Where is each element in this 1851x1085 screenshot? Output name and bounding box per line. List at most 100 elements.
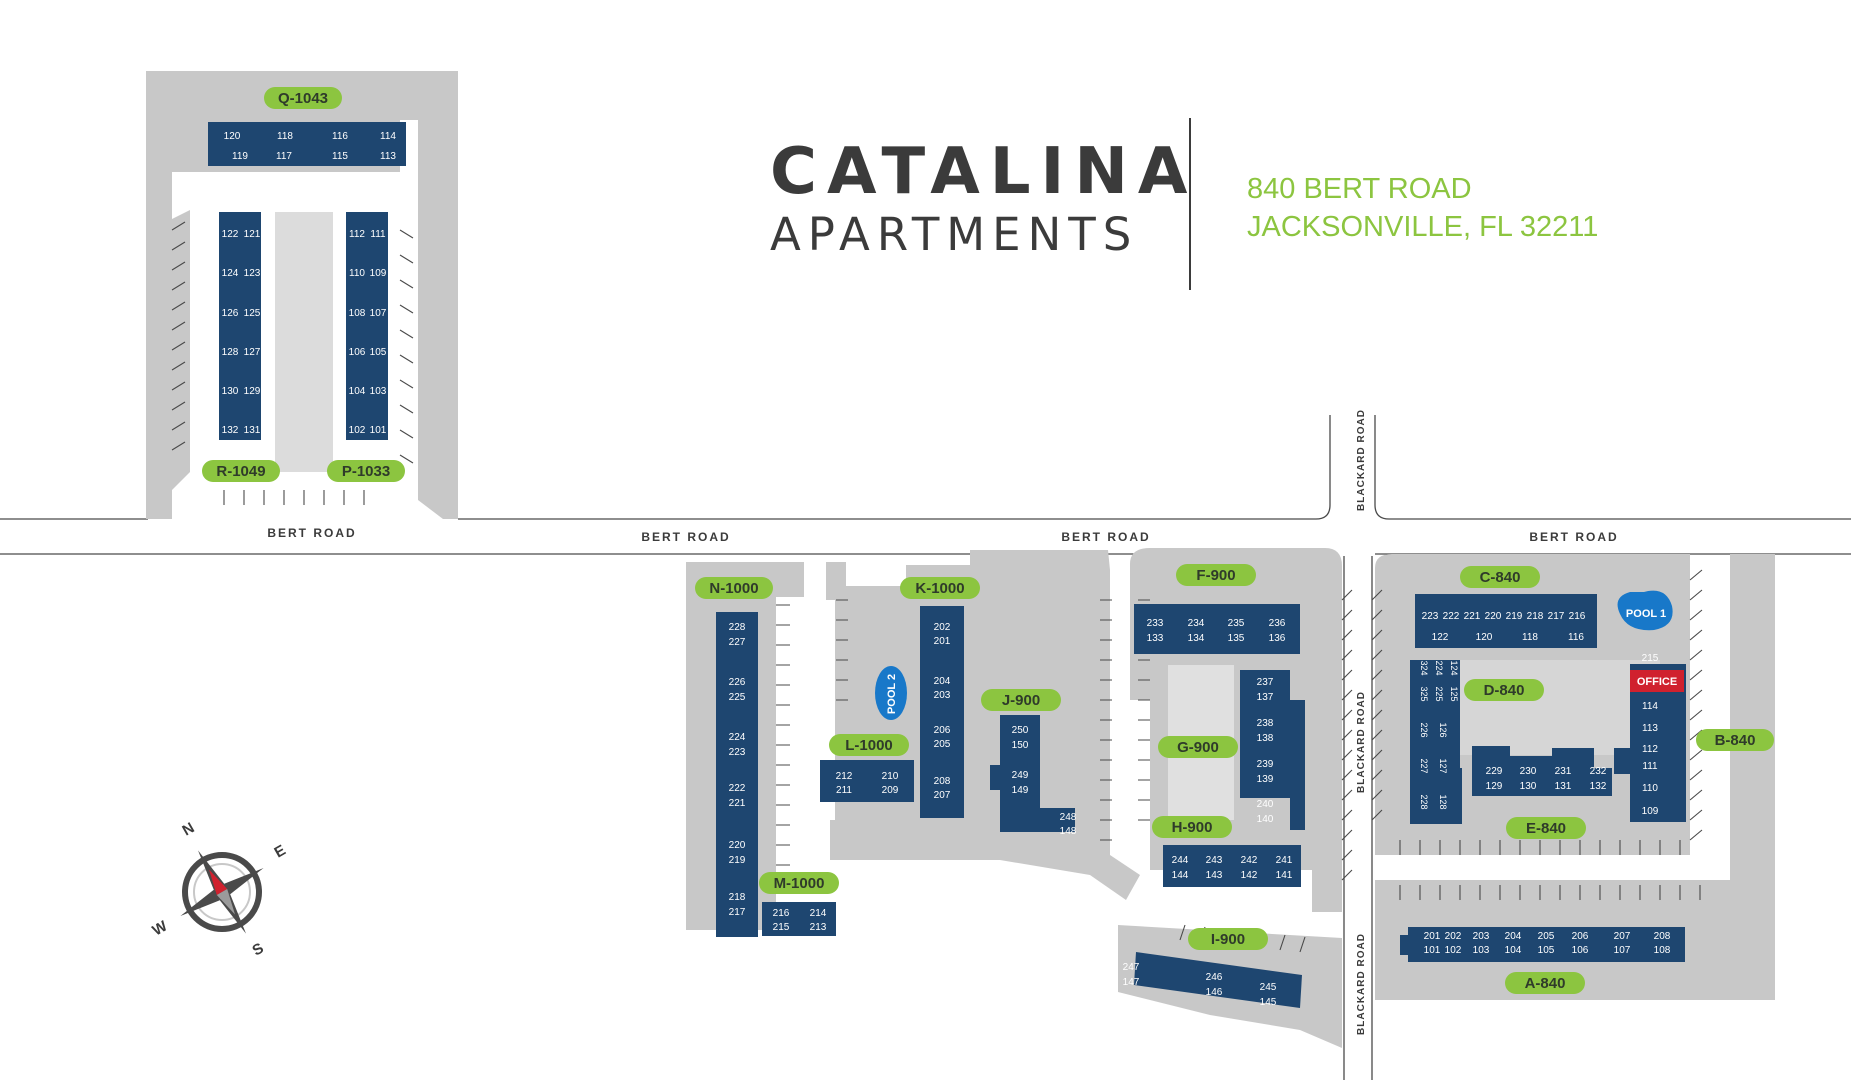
unit: 229 [1486, 766, 1503, 777]
unit: 115 [332, 151, 348, 162]
unit: 249 [1012, 770, 1029, 781]
unit: 206 [1572, 931, 1589, 942]
unit: 216 [773, 908, 790, 919]
label-g900[interactable]: G-900 [1158, 736, 1238, 758]
unit: 122 [222, 229, 239, 240]
address-line1: 840 BERT ROAD [1247, 173, 1472, 205]
building-r1049 [219, 212, 261, 440]
label-k1000[interactable]: K-1000 [900, 577, 980, 599]
unit: 201 [934, 636, 951, 647]
building-labels: Q-1043 R-1049 P-1033 N-1000 M-1000 K-100… [202, 87, 1774, 994]
unit: 110 [349, 268, 365, 279]
unit: 126 [1438, 722, 1448, 737]
label-l1000[interactable]: L-1000 [829, 734, 909, 756]
label-f900[interactable]: F-900 [1176, 564, 1256, 586]
unit: 223 [729, 747, 746, 758]
label-a840[interactable]: A-840 [1505, 972, 1585, 994]
unit: 222 [729, 783, 746, 794]
unit: 217 [1548, 611, 1565, 622]
logo-subtitle: APARTMENTS [770, 208, 1139, 261]
unit: 149 [1012, 785, 1029, 796]
unit: 212 [836, 771, 853, 782]
unit: 243 [1206, 855, 1223, 866]
unit: 113 [380, 151, 396, 162]
unit: 112 [1642, 744, 1658, 755]
unit: 132 [1590, 781, 1607, 792]
building-j900 [990, 715, 1075, 832]
unit: 102 [349, 425, 366, 436]
unit: 118 [1522, 632, 1538, 643]
label-r1049[interactable]: R-1049 [202, 460, 280, 482]
unit: 238 [1257, 718, 1274, 729]
unit: 124 [1449, 660, 1459, 675]
unit: 224 [729, 732, 746, 743]
label-q1043[interactable]: Q-1043 [264, 87, 342, 109]
label-d840[interactable]: D-840 [1464, 679, 1544, 701]
unit: 130 [222, 386, 239, 397]
unit: 110 [1642, 783, 1658, 794]
unit: 203 [934, 690, 951, 701]
label-m1000[interactable]: M-1000 [759, 872, 839, 894]
unit: 203 [1473, 931, 1490, 942]
unit: 108 [349, 308, 366, 319]
unit: 250 [1012, 725, 1029, 736]
label-j900[interactable]: J-900 [981, 689, 1061, 711]
unit: 104 [349, 386, 366, 397]
unit: 242 [1241, 855, 1258, 866]
label-p1033[interactable]: P-1033 [327, 460, 405, 482]
label-n1000[interactable]: N-1000 [695, 577, 773, 599]
unit: 213 [810, 922, 827, 933]
unit: 128 [1438, 794, 1448, 809]
unit: 207 [934, 790, 951, 801]
unit: 141 [1276, 870, 1293, 881]
svg-text:J-900: J-900 [1002, 692, 1040, 709]
label-c840[interactable]: C-840 [1460, 566, 1540, 588]
address: 840 BERT ROAD JACKSONVILLE, FL 32211 [1247, 170, 1598, 246]
unit: 109 [1642, 806, 1659, 817]
label-h900[interactable]: H-900 [1152, 816, 1232, 838]
parking-stripes [171, 221, 1703, 953]
unit: 112 [349, 229, 365, 240]
unit: 122 [1432, 632, 1449, 643]
unit: 103 [370, 386, 387, 397]
compass-icon: N E S W [150, 819, 289, 959]
unit: 220 [1485, 611, 1502, 622]
unit: 218 [1527, 611, 1544, 622]
unit: 134 [1188, 633, 1205, 644]
building-m1000 [762, 902, 836, 936]
unit: 136 [1269, 633, 1286, 644]
amenity-labels: POOL 1 POOL 2 OFFICE [886, 608, 1677, 714]
unit: 131 [1555, 781, 1572, 792]
unit: 107 [1614, 945, 1631, 956]
lot-k1000 [826, 550, 1140, 900]
unit: 137 [1257, 692, 1274, 703]
bert-road-north-curb [0, 415, 1331, 520]
unit: 142 [1241, 870, 1258, 881]
unit: 106 [349, 347, 366, 358]
unit: 130 [1520, 781, 1537, 792]
building-a840 [1400, 927, 1685, 962]
unit: 239 [1257, 759, 1274, 770]
unit: 143 [1206, 870, 1223, 881]
unit: 111 [1642, 761, 1658, 772]
svg-text:R-1049: R-1049 [216, 463, 265, 480]
unit: 210 [882, 771, 899, 782]
unit: 127 [1438, 758, 1448, 773]
unit: 206 [934, 725, 951, 736]
label-e840[interactable]: E-840 [1506, 817, 1586, 839]
unit: 140 [1257, 814, 1274, 825]
unit: 114 [1642, 701, 1658, 712]
label-i900[interactable]: I-900 [1188, 928, 1268, 950]
unit: 219 [729, 855, 746, 866]
unit: 135 [1228, 633, 1245, 644]
pool-1-shape [1617, 590, 1673, 631]
compass-e: E [272, 842, 289, 862]
unit: 113 [1642, 723, 1658, 734]
label-b840[interactable]: B-840 [1696, 729, 1774, 751]
building-p1033 [346, 212, 388, 440]
unit: 204 [934, 676, 951, 687]
unit: 105 [1538, 945, 1555, 956]
unit: 324 [1419, 660, 1429, 675]
